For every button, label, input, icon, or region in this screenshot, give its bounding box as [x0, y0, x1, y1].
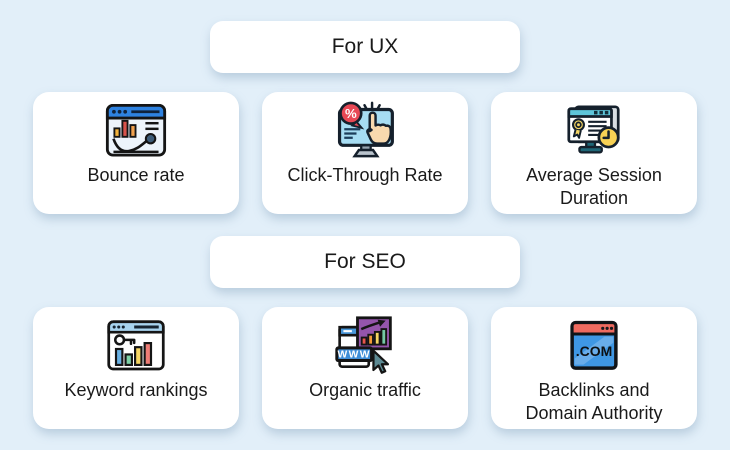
- section-header-ux: For UX: [210, 21, 520, 73]
- section-header-seo: For SEO: [210, 236, 520, 288]
- keyword-rankings-label: Keyword rankings: [64, 380, 208, 400]
- card-backlinks-domain-authority: .COM Backlinks and Domain Authority: [491, 307, 697, 429]
- card-click-through-rate: % Click-Through Rate: [262, 92, 468, 214]
- bounce-rate-label: Bounce rate: [87, 165, 185, 185]
- svg-text:%: %: [345, 106, 357, 121]
- bounce-rate-icon: [33, 99, 239, 161]
- section-header-ux-label: For UX: [331, 35, 399, 58]
- svg-text:.COM: .COM: [576, 343, 613, 359]
- card-average-session-duration: Average Session Duration: [491, 92, 697, 214]
- click-through-rate-icon: %: [262, 99, 468, 161]
- section-header-seo-label: For SEO: [324, 250, 406, 273]
- organic-traffic-icon: WWW: [262, 314, 468, 376]
- card-organic-traffic: WWW Organic traffic: [262, 307, 468, 429]
- backlinks-domain-authority-icon: .COM: [491, 314, 697, 376]
- click-through-rate-label: Click-Through Rate: [287, 165, 443, 185]
- average-session-duration-label: Average Session Duration: [526, 165, 662, 209]
- card-keyword-rankings: Keyword rankings: [33, 307, 239, 429]
- keyword-rankings-icon: [33, 314, 239, 376]
- organic-traffic-label: Organic traffic: [309, 380, 421, 400]
- svg-text:WWW: WWW: [337, 350, 370, 361]
- average-session-duration-icon: [491, 99, 697, 161]
- card-bounce-rate: Bounce rate: [33, 92, 239, 214]
- backlinks-domain-authority-label: Backlinks and Domain Authority: [525, 380, 663, 424]
